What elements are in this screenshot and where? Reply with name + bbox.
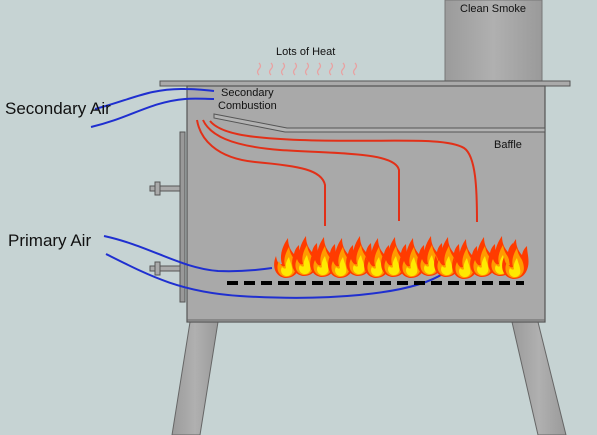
stove-leg-right	[511, 321, 567, 435]
baffle-label: Baffle	[494, 139, 522, 151]
secondary-combustion-label: Secondary Combustion	[218, 87, 277, 113]
door-hinge	[179, 131, 186, 303]
secondary-combustion-line2: Combustion	[218, 100, 277, 112]
lots-of-heat-label: Lots of Heat	[276, 46, 336, 58]
stove-top-plate	[159, 80, 571, 87]
chimney	[444, 0, 543, 83]
stove-leg-left	[171, 321, 219, 435]
door-handle-lower	[149, 265, 181, 272]
secondary-combustion-line1: Secondary	[221, 87, 274, 99]
door-handle-upper-knob	[154, 181, 161, 196]
primary-air-flow	[103, 235, 445, 299]
hot-gas-flow	[196, 119, 478, 226]
heat-wave-icon	[256, 62, 358, 76]
secondary-air-label: Secondary Air	[5, 99, 111, 118]
door-handle-upper	[149, 185, 181, 192]
baffle-plate	[213, 113, 546, 133]
secondary-air-flow	[90, 87, 215, 128]
door-handle-lower-knob	[154, 261, 161, 276]
primary-air-label: Primary Air	[8, 231, 92, 250]
clean-smoke-label: Clean Smoke	[460, 3, 527, 15]
